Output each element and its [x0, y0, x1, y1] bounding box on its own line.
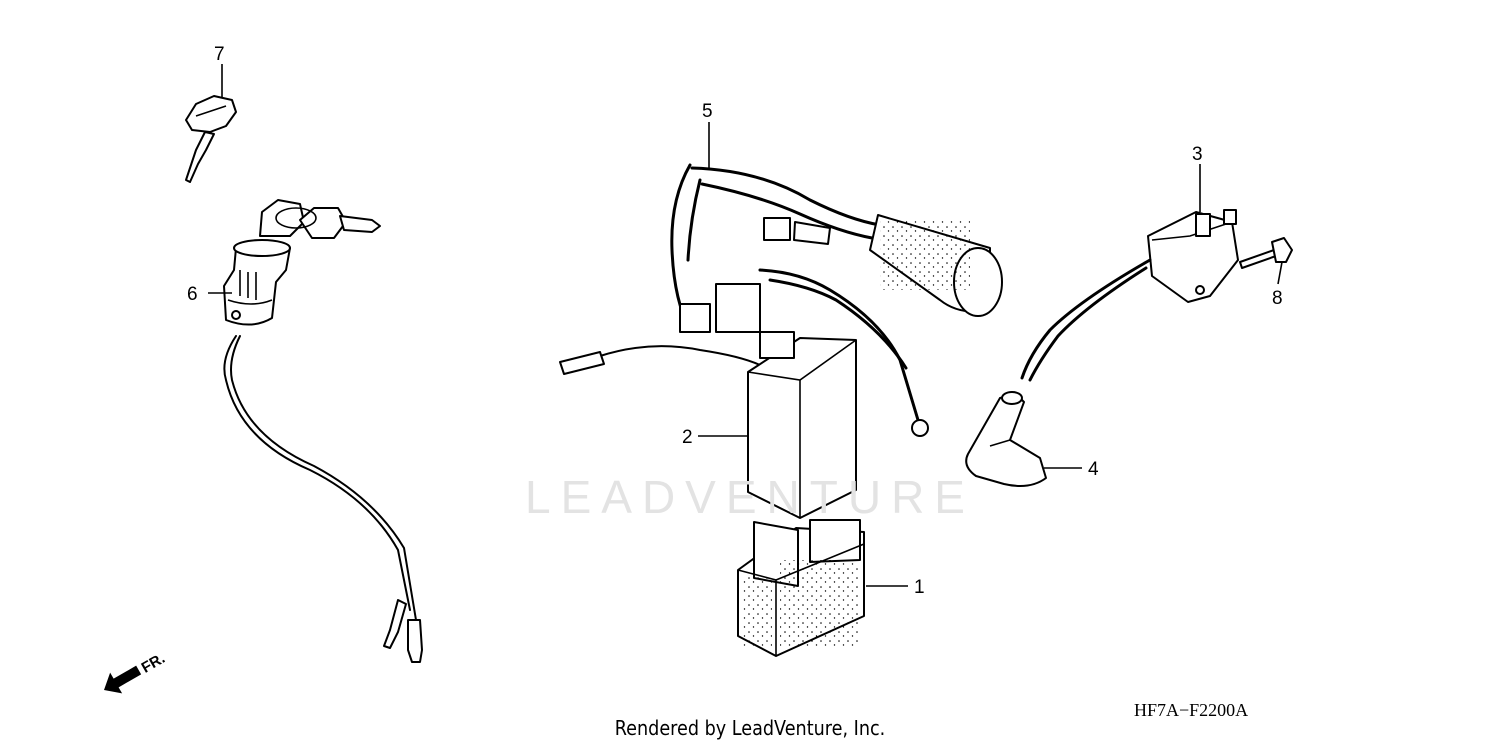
bolt-part[interactable] — [1239, 237, 1293, 269]
cdi-mount-part[interactable] — [737, 519, 865, 657]
callout-number-1: 1 — [914, 577, 925, 598]
key-part[interactable] — [185, 95, 237, 183]
callout-number-8: 8 — [1272, 288, 1283, 309]
callout-number-6: 6 — [187, 284, 198, 305]
ignition-coil-part[interactable] — [1020, 209, 1239, 382]
leader-lines — [208, 64, 1283, 587]
callout-number-4: 4 — [1088, 459, 1099, 480]
cdi-unit-part[interactable] — [747, 331, 857, 519]
drawing-code: HF7A−F2200A — [1134, 700, 1249, 720]
callout-numbers: 7 6 5 2 1 3 8 4 — [187, 44, 1283, 598]
render-credit: Rendered by LeadVenture, Inc. — [614, 716, 886, 740]
spark-plug-cap-part[interactable] — [965, 391, 1047, 487]
callout-number-2: 2 — [682, 427, 693, 448]
front-arrow-icon: FR. — [104, 650, 168, 694]
wire-harness-part[interactable] — [559, 163, 1003, 437]
callout-number-3: 3 — [1192, 144, 1203, 165]
callout-number-7: 7 — [214, 44, 225, 65]
front-direction-label: FR. — [139, 650, 168, 677]
leader-line-8 — [1277, 261, 1283, 285]
callout-number-5: 5 — [702, 101, 713, 122]
ignition-switch-part[interactable] — [223, 199, 423, 663]
